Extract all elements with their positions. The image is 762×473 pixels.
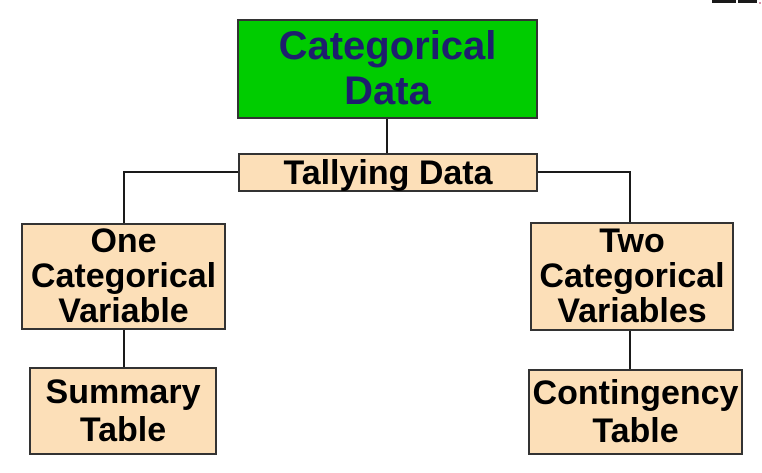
- node-label-line: Categorical: [278, 24, 497, 68]
- node-label-line: Data: [344, 69, 431, 113]
- cropped-text-fragment: [712, 0, 736, 3]
- node-label-line: Categorical: [539, 257, 725, 295]
- node-label-line: Table: [592, 412, 679, 450]
- cropped-text-fragment: [738, 0, 757, 3]
- node-summary-table: Summary Table: [29, 367, 217, 455]
- connector-one-categorical-to-summary: [123, 330, 125, 367]
- node-label-line: Two: [599, 222, 665, 260]
- connector-tallying-to-two-categorical: [629, 171, 631, 222]
- node-label-line: Contingency: [532, 374, 739, 412]
- connector-root-to-tallying: [386, 119, 388, 153]
- node-label-line: Tallying Data: [283, 153, 493, 192]
- node-one-categorical-variable: One Categorical Variable: [21, 223, 226, 330]
- node-label-line: One: [90, 222, 157, 260]
- node-label-line: Variables: [557, 292, 707, 330]
- artifact-dot: [759, 2, 761, 4]
- node-categorical-data: Categorical Data: [237, 19, 538, 119]
- connector-tallying-to-one-categorical: [123, 171, 125, 223]
- node-contingency-table: Contingency Table: [528, 369, 743, 455]
- node-label-line: Summary: [45, 373, 201, 411]
- node-label-line: Variable: [58, 292, 189, 330]
- node-two-categorical-variables: Two Categorical Variables: [530, 222, 734, 331]
- node-label-line: Table: [79, 411, 167, 449]
- node-tallying-data: Tallying Data: [238, 153, 538, 192]
- connector-tallying-right-horizontal: [538, 171, 631, 173]
- node-label-line: Categorical: [30, 257, 217, 295]
- connector-tallying-left-horizontal: [123, 171, 238, 173]
- connector-two-categorical-to-contingency: [629, 331, 631, 369]
